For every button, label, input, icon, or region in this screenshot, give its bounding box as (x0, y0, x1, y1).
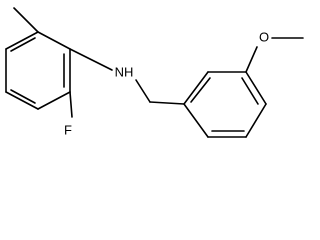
nitrogen-methylene-bond (135, 79, 151, 103)
oxygen-label: O (259, 29, 269, 44)
methylene-ring-bond (149, 101, 185, 105)
bond (183, 103, 209, 138)
left-benzene-ring (5, 31, 71, 110)
ring-nitrogen-bond (69, 48, 113, 71)
double-bond-inner (241, 77, 259, 105)
ring-oxygen-bond (245, 46, 258, 73)
fluorine-label: F (64, 122, 72, 137)
double-bond-inner (190, 77, 211, 103)
bond (245, 71, 267, 105)
fluoro-bond (69, 91, 73, 118)
bond (183, 71, 209, 105)
double-bond-inner (10, 37, 36, 52)
bond (37, 91, 71, 110)
bond (5, 31, 39, 50)
amine-label: NH (115, 64, 134, 79)
double-bond-inner (10, 89, 36, 104)
right-benzene-ring (183, 71, 267, 138)
bond (5, 91, 39, 110)
bond (245, 103, 267, 138)
bond (37, 31, 71, 50)
molecule-structure: F NH O (5, 7, 304, 138)
methyl-bond (13, 7, 39, 33)
